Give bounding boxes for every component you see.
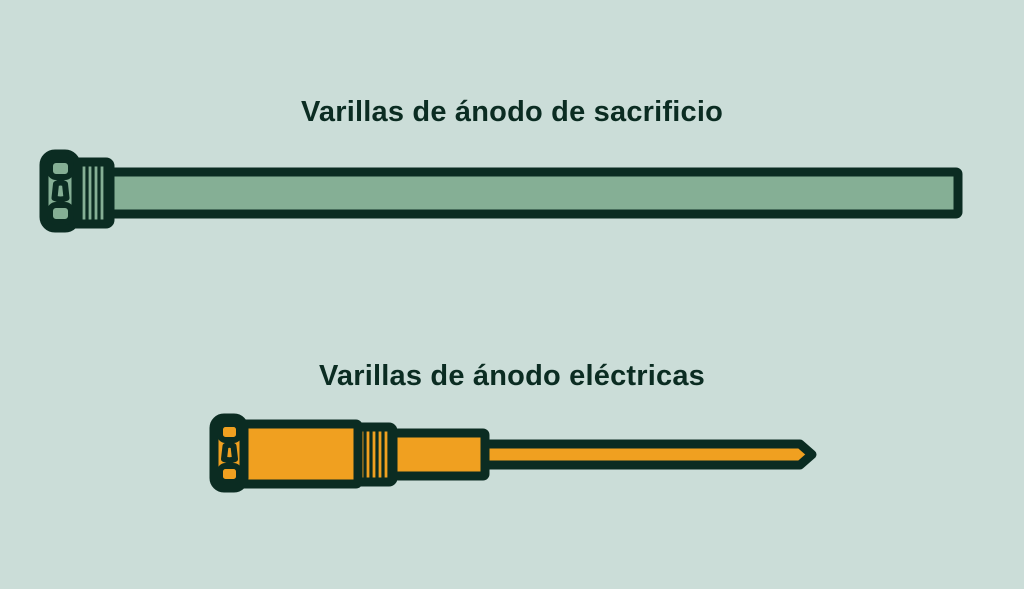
electric-hex-head — [209, 413, 249, 493]
electric-rod-wide-body — [228, 419, 363, 489]
electric-rod-title: Varillas de ánodo eléctricas — [318, 360, 705, 392]
sacrificial-hex-facet-top — [47, 157, 74, 180]
sacrificial-thread-lines — [73, 166, 107, 220]
electric-hex-facet-top — [217, 421, 242, 443]
electric-rod-group — [209, 413, 817, 493]
sacrificial-rod-group — [39, 149, 963, 233]
electric-hex-facet-middle — [221, 441, 238, 464]
electric-hex-facet-bottom — [217, 463, 242, 485]
electric-rod-medium-body — [380, 428, 490, 481]
sacrificial-threaded-section — [65, 157, 115, 229]
sacrificial-hex-head — [39, 149, 81, 233]
sacrificial-rod-title: Varillas de ánodo de sacrificio — [300, 96, 724, 128]
electric-thread-lines — [357, 431, 391, 478]
electric-threaded-section — [348, 422, 398, 487]
electric-rod-thin-tail — [465, 439, 817, 470]
sacrificial-hex-facet-bottom — [47, 202, 74, 225]
sacrificial-hex-facet-middle — [51, 179, 70, 203]
sacrificial-rod-body — [75, 167, 963, 219]
